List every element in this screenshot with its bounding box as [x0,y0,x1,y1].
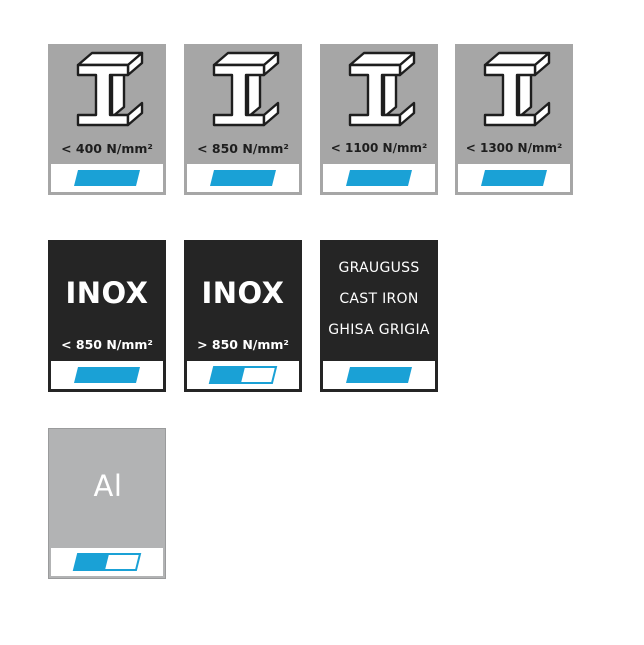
steel-beam-icon [483,51,551,127]
suitability-full-icon [481,170,547,186]
material-tile-aluminium: Al [48,428,166,579]
material-name-en: CAST IRON [339,291,419,307]
strength-label: < 1100 N/mm² [330,141,428,155]
suitability-full-icon [346,170,412,186]
fill-strip [323,361,435,389]
steel-beam-icon [212,51,280,127]
suitability-full-icon [210,170,276,186]
steel-beam-icon [348,51,416,127]
suitability-half-icon [72,553,142,571]
material-title: Al [93,469,123,503]
material-title: INOX [65,276,149,310]
fill-strip [51,361,163,389]
material-name-de: GRAUGUSS [338,260,420,276]
material-tile-cast-iron: GRAUGUSS CAST IRON GHISA GRIGIA [320,240,438,392]
material-tile-inox-below-850: INOX < 850 N/mm² [48,240,166,392]
material-name-it: GHISA GRIGIA [328,322,430,338]
fill-strip [51,164,163,192]
fill-strip [187,164,299,192]
suitability-full-icon [74,367,140,383]
strength-label: < 850 N/mm² [61,337,153,352]
material-tile-steel-1100: < 1100 N/mm² [320,44,438,195]
steel-beam-icon [76,51,144,127]
material-tile-steel-400: < 400 N/mm² [48,44,166,195]
strength-label: > 850 N/mm² [197,337,289,352]
material-tile-inox-above-850: INOX > 850 N/mm² [184,240,302,392]
fill-strip [323,164,435,192]
strength-label: < 1300 N/mm² [465,141,563,155]
suitability-half-icon [208,366,278,384]
fill-strip [51,548,163,576]
suitability-full-icon [74,170,140,186]
material-tile-steel-1300: < 1300 N/mm² [455,44,573,195]
fill-strip [187,361,299,389]
strength-label: < 400 N/mm² [61,141,153,156]
fill-strip [458,164,570,192]
strength-label: < 850 N/mm² [197,141,289,156]
material-title: INOX [201,276,285,310]
material-tile-steel-850: < 850 N/mm² [184,44,302,195]
suitability-full-icon [346,367,412,383]
